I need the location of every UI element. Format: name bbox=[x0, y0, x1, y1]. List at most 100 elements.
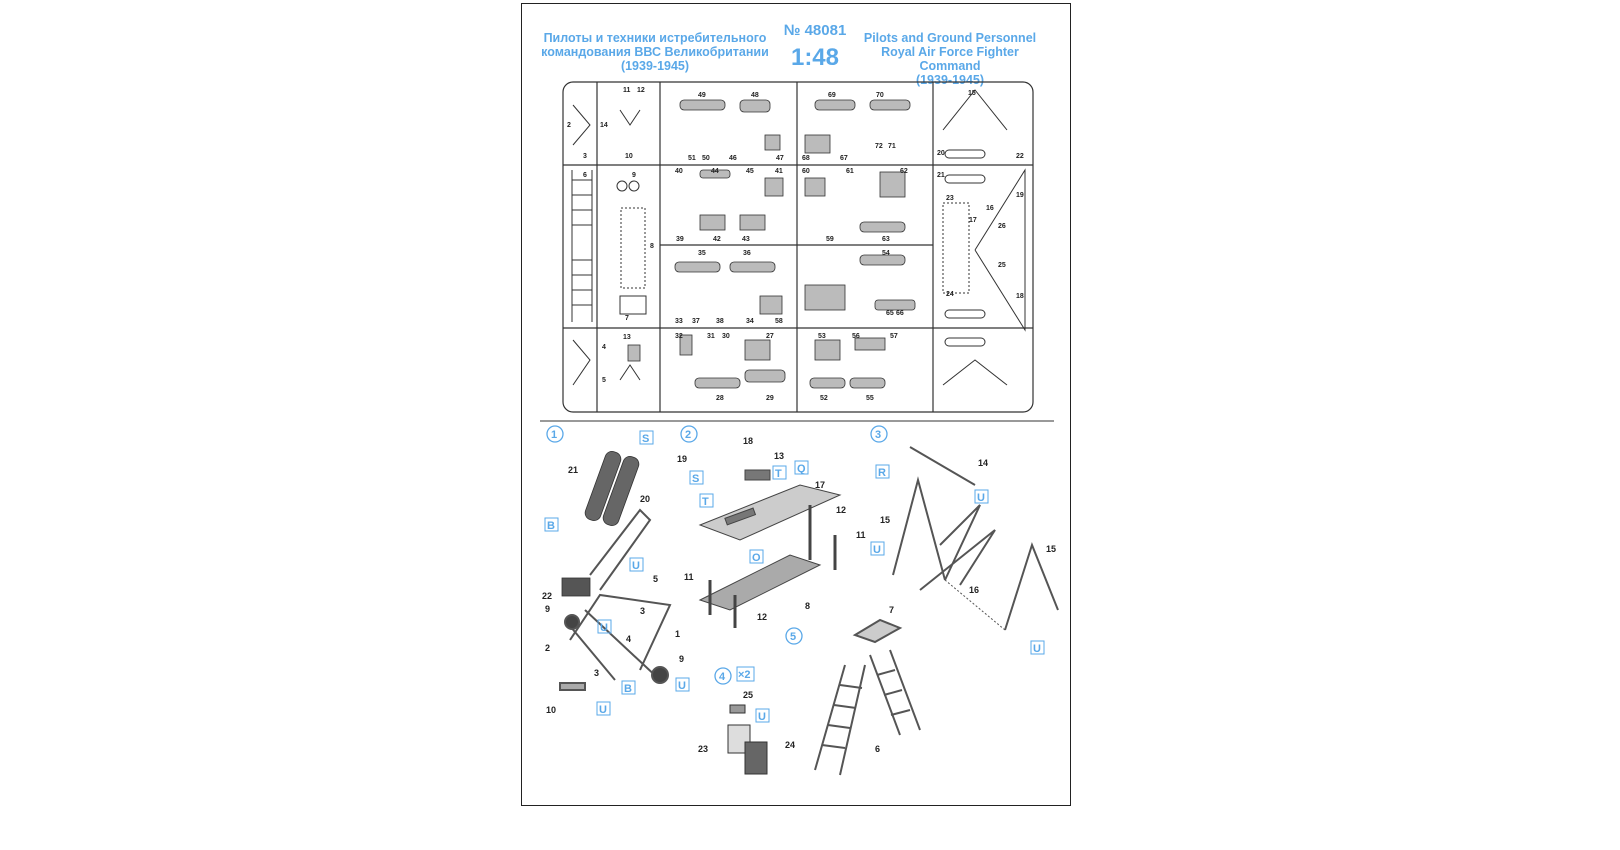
part-number-label: 46 bbox=[729, 155, 737, 162]
part-number-label: 6 bbox=[875, 744, 880, 754]
title-ru-line: Пилоты и техники истребительного bbox=[543, 31, 767, 45]
kit-number: № 48081 bbox=[783, 22, 847, 39]
step-number-label: 4 bbox=[719, 671, 726, 683]
callout-label: B bbox=[624, 683, 632, 695]
part-number-label: 3 bbox=[594, 668, 599, 678]
step-number: 1 bbox=[546, 425, 564, 443]
part-number-label: 72 bbox=[875, 143, 883, 150]
sprue bbox=[562, 81, 1034, 413]
part-number-label: 10 bbox=[546, 705, 556, 715]
part-number-label: 9 bbox=[545, 604, 550, 614]
part-number-label: 24 bbox=[785, 740, 795, 750]
callout-label: R bbox=[878, 467, 886, 479]
part-number-label: 15 bbox=[968, 90, 976, 97]
part-number-label: 69 bbox=[828, 92, 836, 99]
part-number-label: 19 bbox=[1016, 192, 1024, 199]
part-number-label: 16 bbox=[986, 205, 994, 212]
part-number-label: 40 bbox=[675, 168, 683, 175]
part-number-label: 55 bbox=[866, 395, 874, 402]
step-5: 5 7 6 bbox=[785, 605, 921, 776]
part-number-label: 11 bbox=[684, 572, 694, 582]
part-number-label: 15 bbox=[880, 515, 890, 525]
part-number-label: 50 bbox=[702, 155, 710, 162]
part-number-label: 14 bbox=[600, 122, 608, 129]
part-number-label: 60 bbox=[802, 168, 810, 175]
part-number-label: 30 bbox=[722, 333, 730, 340]
part-number-label: 16 bbox=[969, 585, 979, 595]
part-number-label: 31 bbox=[707, 333, 715, 340]
step-4: 4 ×2 U 25 23 24 bbox=[698, 666, 795, 775]
part-number-label: 17 bbox=[969, 217, 977, 224]
part-number-label: 68 bbox=[802, 155, 810, 162]
part-number-label: 4 bbox=[602, 344, 606, 351]
part-number-label: 39 bbox=[676, 236, 684, 243]
part-number-label: 5 bbox=[653, 574, 658, 584]
part-number-label: 25 bbox=[998, 262, 1006, 269]
step-number-label: 5 bbox=[790, 631, 796, 643]
title-ru-line: командования ВВС Великобритании bbox=[541, 45, 769, 59]
callout-label: O bbox=[752, 552, 761, 564]
part-number-label: 3 bbox=[583, 153, 587, 160]
part-number-label: 52 bbox=[820, 395, 828, 402]
part-number-label: 18 bbox=[743, 436, 753, 446]
part-number-label: 2 bbox=[545, 643, 550, 653]
part-number-label: 20 bbox=[937, 150, 945, 157]
part-number-label: 5 bbox=[602, 377, 606, 384]
part-number-label: 41 bbox=[775, 168, 783, 175]
callout-label: U bbox=[1033, 643, 1041, 655]
part-number-label: 65 bbox=[886, 310, 894, 317]
part-number-label: 8 bbox=[805, 601, 810, 611]
callout-label: T bbox=[702, 496, 709, 508]
part-number-label: 9 bbox=[679, 654, 684, 664]
part-number-label: 18 bbox=[1016, 293, 1024, 300]
part-number-label: 47 bbox=[776, 155, 784, 162]
title-en-line: Pilots and Ground Personnel bbox=[863, 31, 1037, 45]
callout-label: S bbox=[692, 473, 699, 485]
part-number-label: 6 bbox=[583, 172, 587, 179]
title-russian: Пилоты и техники истребительного командо… bbox=[540, 31, 770, 73]
part-number-label: 13 bbox=[774, 451, 784, 461]
part-number-label: 53 bbox=[818, 333, 826, 340]
part-number-label: 58 bbox=[775, 318, 783, 325]
part-number-label: 57 bbox=[890, 333, 898, 340]
callout-label: U bbox=[873, 544, 881, 556]
part-number-label: 37 bbox=[692, 318, 700, 325]
part-number-label: 49 bbox=[698, 92, 706, 99]
title-english: Pilots and Ground Personnel Royal Air Fo… bbox=[850, 31, 1050, 87]
part-number-label: 44 bbox=[711, 168, 719, 175]
callout-label: U bbox=[977, 492, 985, 504]
part-number-label: 13 bbox=[623, 334, 631, 341]
part-number-label: ×2 bbox=[738, 669, 751, 681]
part-number-label: 34 bbox=[746, 318, 754, 325]
step-2: 2 S T T Q O 18 19 13 17 12 11 11 8 12 bbox=[677, 425, 866, 628]
oxygen-bottles bbox=[561, 451, 640, 597]
part-number-label: 32 bbox=[675, 333, 683, 340]
part-number-label: 27 bbox=[766, 333, 774, 340]
callout-label: U bbox=[599, 704, 607, 716]
part-number-label: 19 bbox=[677, 454, 687, 464]
part-number-label: 59 bbox=[826, 236, 834, 243]
part-number-label: 61 bbox=[846, 168, 854, 175]
part-number-label: 25 bbox=[743, 690, 753, 700]
part-number-label: 54 bbox=[882, 250, 890, 257]
part-number-label: 71 bbox=[888, 143, 896, 150]
part-number-label: 22 bbox=[1016, 153, 1024, 160]
part-number-label: 48 bbox=[751, 92, 759, 99]
part-number-label: 7 bbox=[625, 315, 629, 322]
callout-label: U bbox=[678, 680, 686, 692]
callout-label: S bbox=[642, 433, 649, 445]
part-number-label: 22 bbox=[542, 591, 552, 601]
step-3: 3 R U U U 14 15 16 15 bbox=[870, 425, 1059, 655]
title-ru-line: (1939-1945) bbox=[620, 59, 690, 73]
part-number-label: 38 bbox=[716, 318, 724, 325]
part-number-label: 3 bbox=[640, 606, 645, 616]
part-number-label: 70 bbox=[876, 92, 884, 99]
part-number-label: 24 bbox=[946, 291, 954, 298]
callout-label: U bbox=[632, 560, 640, 572]
part-number-label: 1 bbox=[675, 629, 680, 639]
part-number-label: 67 bbox=[840, 155, 848, 162]
part-number-label: 63 bbox=[882, 236, 890, 243]
part-number-label: 26 bbox=[998, 223, 1006, 230]
